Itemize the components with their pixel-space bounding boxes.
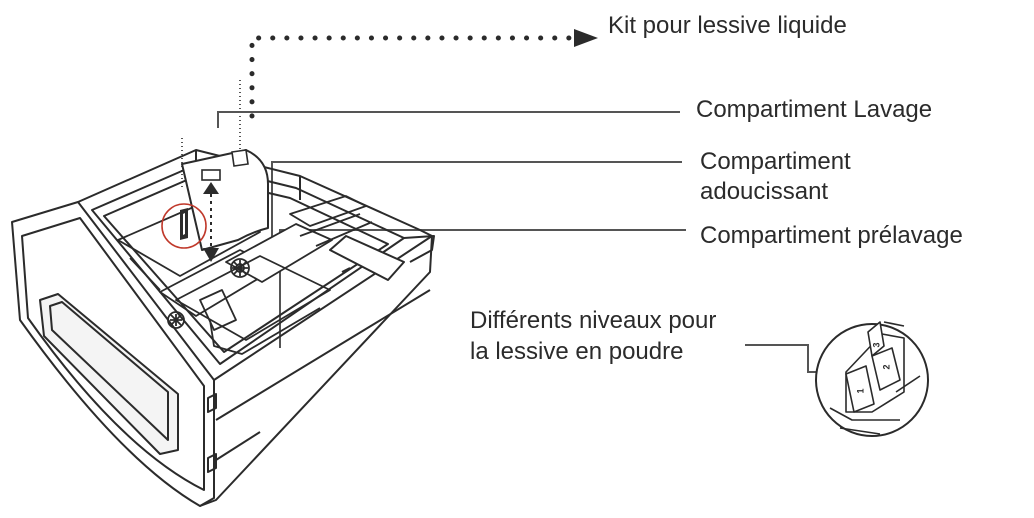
label-softener-line2: adoucissant [700, 178, 829, 205]
latch-highlight [161, 203, 207, 249]
powder-level-inset [815, 321, 929, 437]
label-powder-levels-line1: Différents niveaux pour [470, 307, 717, 334]
leader-lines [181, 80, 840, 373]
leader-wash [217, 111, 680, 128]
leader-softener [271, 161, 682, 250]
label-prewash-compartment: Compartiment prélavage [700, 222, 963, 249]
label-powder-levels-line2: la lessive en poudre [470, 338, 684, 365]
leader-prewash [279, 229, 686, 348]
level-mark-2: 2 [881, 364, 892, 370]
level-mark-1: 1 [855, 388, 866, 394]
liquid-kit-flap [181, 149, 269, 262]
compartments [117, 195, 373, 355]
level-mark-3: 3 [871, 342, 882, 348]
label-liquid-kit: Kit pour lessive liquide [608, 12, 847, 39]
liquid-kit-dotted-arrow [249, 29, 598, 119]
label-softener-line1: Compartiment [700, 148, 851, 175]
label-wash-compartment: Compartiment Lavage [696, 96, 933, 123]
